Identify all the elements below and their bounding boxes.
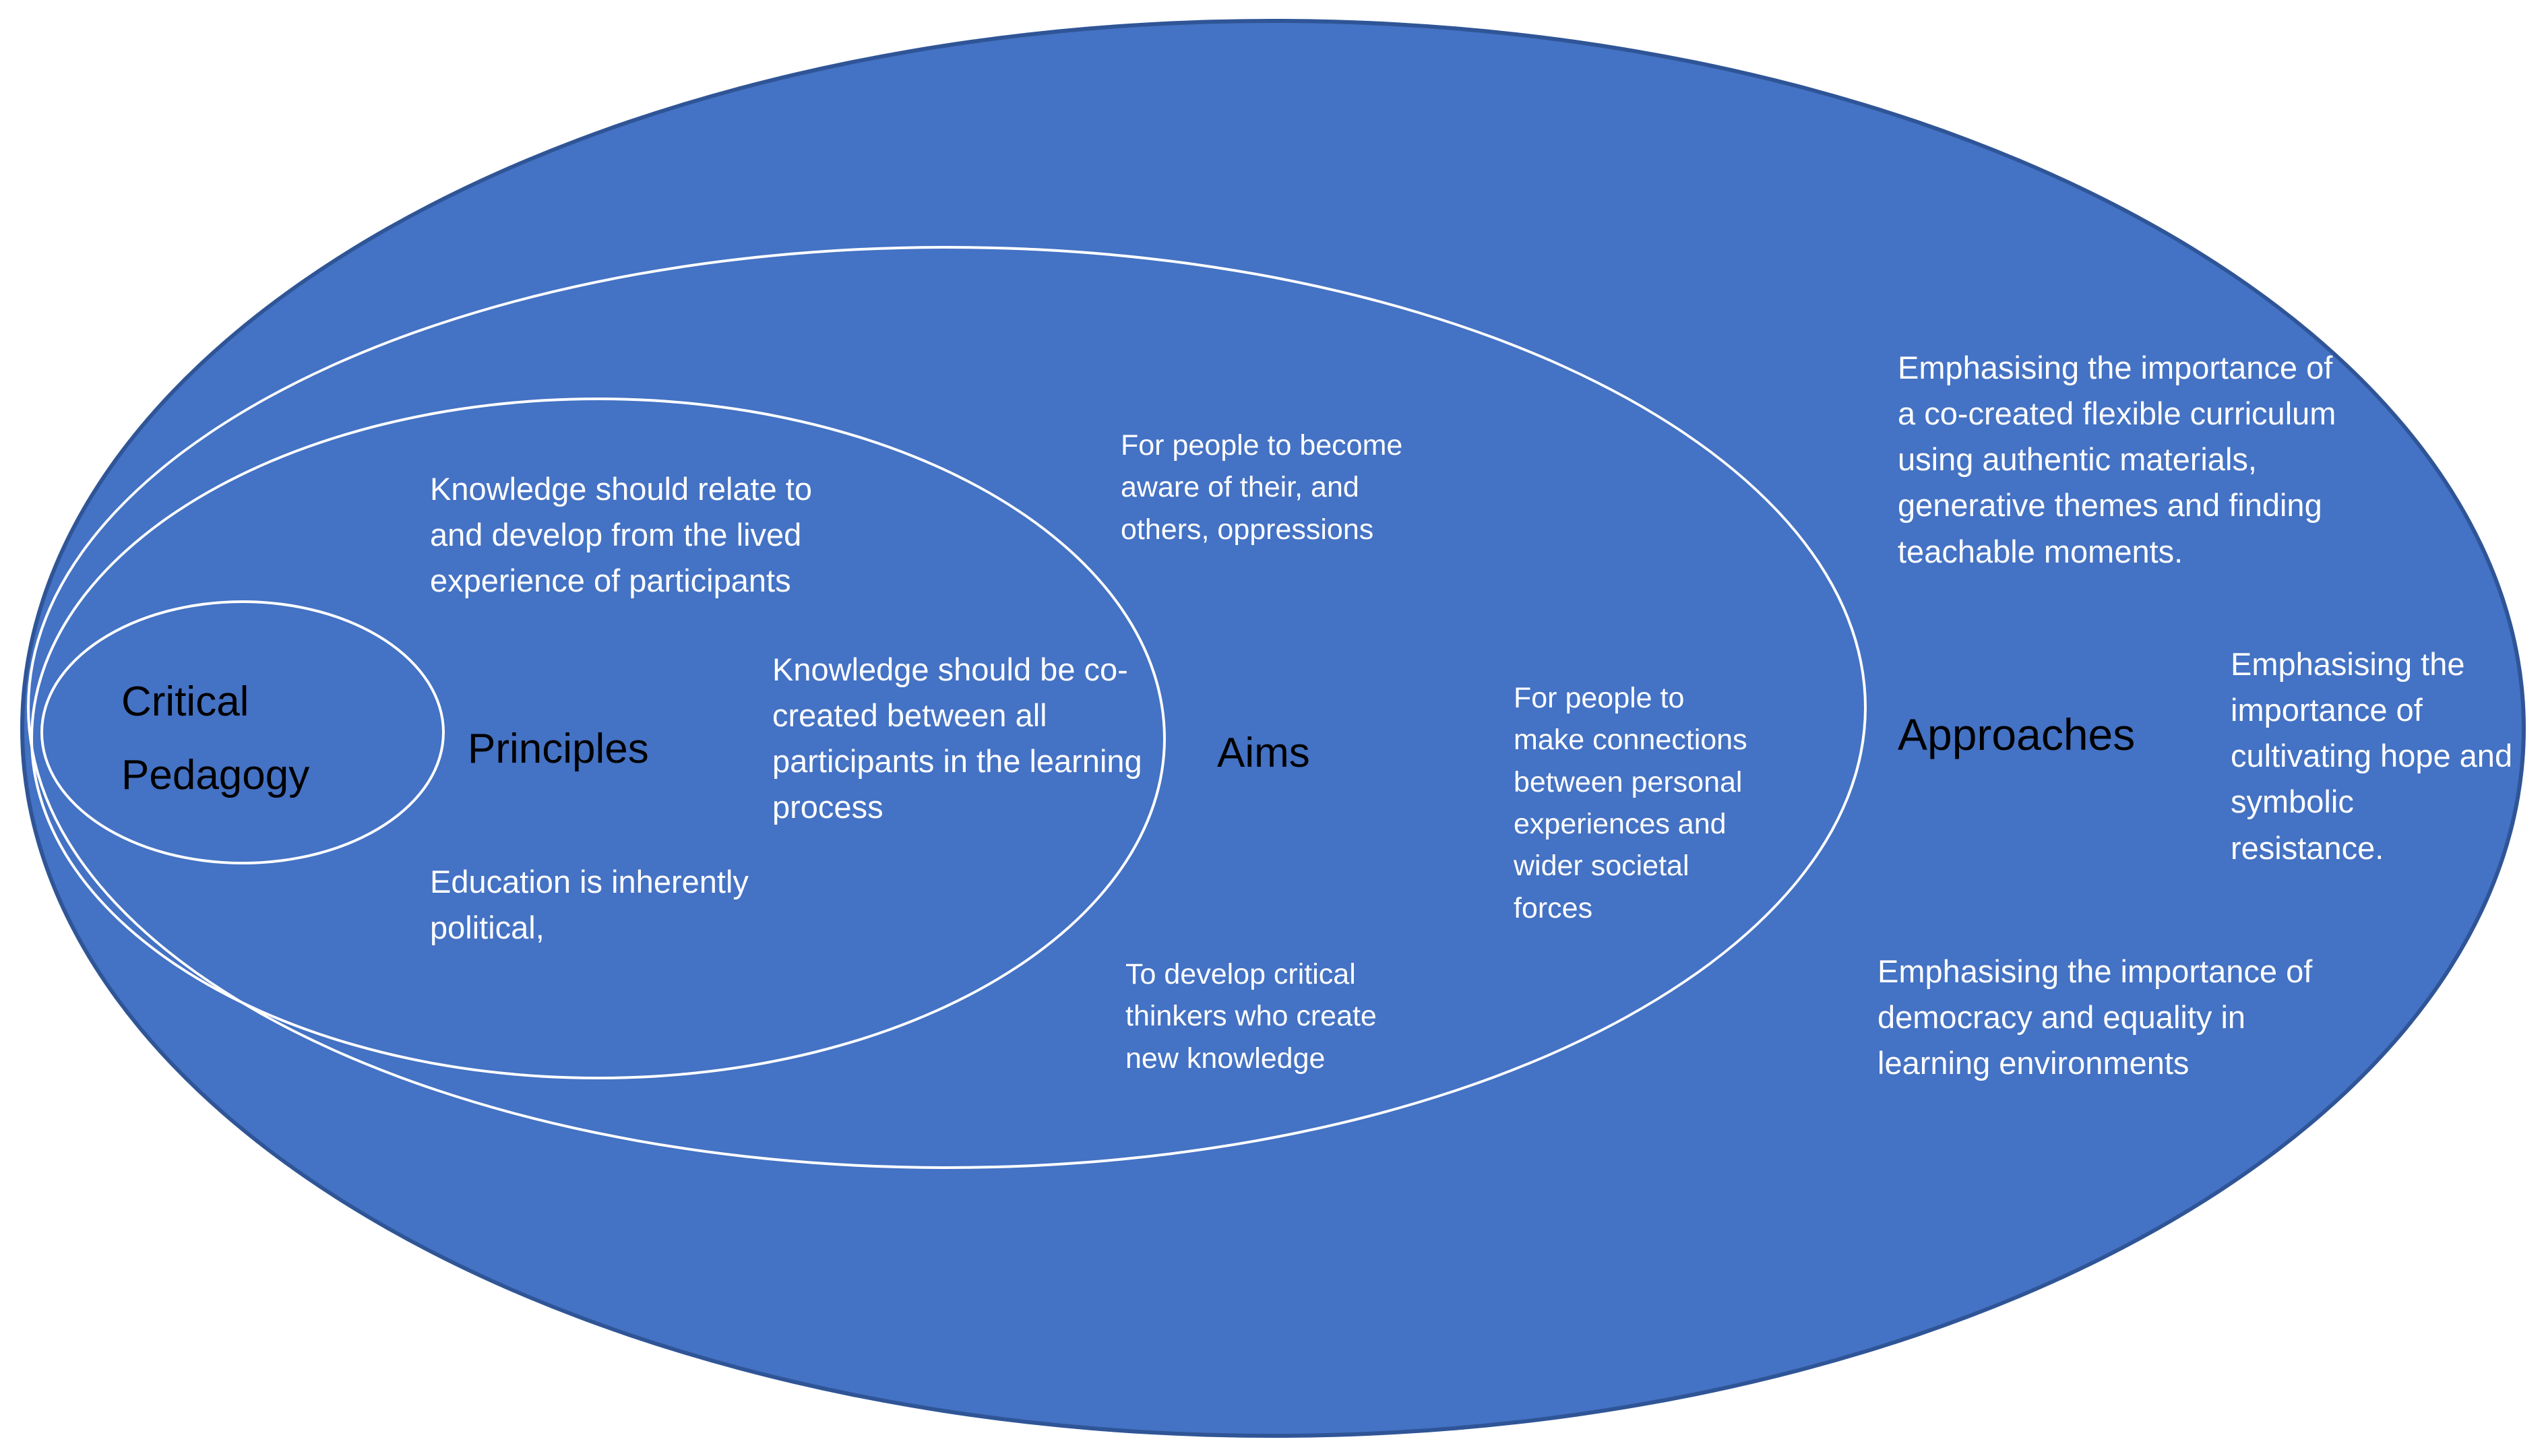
ring-label-aims: Aims [1217, 730, 1310, 776]
note-aims-aware-oppressions: For people to become aware of their, and… [1121, 429, 1403, 546]
note-principles-co-created-knowledge: Knowledge should be co-created between a… [772, 652, 1142, 825]
note-approaches-democracy-equality: Emphasising the importance of democracy … [1877, 953, 2313, 1081]
ring-label-principles: Principles [468, 726, 649, 772]
ring-label-approaches: Approaches [1898, 709, 2136, 759]
ellipse-critical-pedagogy [40, 600, 445, 864]
note-aims-connections-societal-forces: For people to make connections between p… [1514, 682, 1747, 924]
note-principles-education-political: Education is inherently political, [430, 864, 749, 946]
ring-label-critical-pedagogy: Critical Pedagogy [121, 678, 310, 798]
note-approaches-flexible-curriculum: Emphasising the importance of a co-creat… [1898, 350, 2336, 569]
note-aims-critical-thinkers: To develop critical thinkers who create … [1125, 958, 1377, 1075]
note-approaches-hope-resistance: Emphasising the importance of cultivatin… [2231, 646, 2513, 866]
ellipse-aims [27, 246, 1867, 1169]
note-principles-lived-experience: Knowledge should relate to and develop f… [430, 471, 813, 599]
ellipse-principles [30, 398, 1166, 1079]
